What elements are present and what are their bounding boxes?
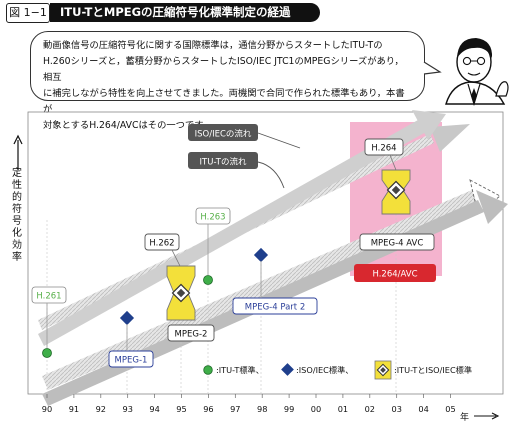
svg-text:H.264/AVC: H.264/AVC <box>372 270 417 280</box>
svg-text:H.261: H.261 <box>36 292 61 302</box>
h264-avc-label: H.264/AVC <box>354 264 436 282</box>
h261-label: H.261 <box>31 286 67 348</box>
intro-line-4: 対象とするH.264/AVCはその一つです。 <box>43 120 212 131</box>
intro-line-3: に補完しながら特性を向上させてきました。両機関で合同で作られた標準もあり，本書が <box>43 88 405 115</box>
y-axis-arrowhead-icon <box>13 134 23 145</box>
svg-text:MPEG-2: MPEG-2 <box>175 330 208 340</box>
x-tick-label: 95 <box>176 404 186 414</box>
iso-flow-band <box>38 110 446 346</box>
svg-text:ITU-Tの流れ: ITU-Tの流れ <box>200 157 247 168</box>
x-tick-label: 92 <box>96 404 106 414</box>
mpeg4-part2-label: MPEG-4 Part 2 <box>232 261 318 315</box>
h261-marker <box>42 348 52 358</box>
x-tick-label: 96 <box>203 404 213 414</box>
x-axis-arrowhead-icon <box>491 412 500 420</box>
x-axis-label: 年 <box>460 411 469 423</box>
itu-stream-label: ITU-Tの流れ <box>188 152 285 189</box>
x-tick-label: 00 <box>311 404 321 414</box>
y-axis-label: 定性的符号化効率 <box>12 168 22 263</box>
legend-itu-marker <box>203 365 213 375</box>
legend-itu-text: :ITU-T標準、 <box>216 365 264 375</box>
chart-frame <box>27 111 504 395</box>
mpeg1-marker <box>119 310 135 326</box>
x-tick-label: 03 <box>391 404 401 414</box>
h263-label: H.263 <box>195 207 231 275</box>
legend-iso-marker <box>281 363 294 376</box>
figure-title: ITU-TとMPEGの圧縮符号化標準制定の経過 <box>50 3 320 22</box>
x-tick-label: 01 <box>338 404 348 414</box>
mpeg4-part2-marker <box>253 247 269 263</box>
joint-standard-h262-mpeg2 <box>166 265 196 321</box>
svg-text:H.263: H.263 <box>200 213 225 223</box>
mpeg1-label: MPEG-1 <box>108 324 154 368</box>
svg-text:ISO/IECの流れ: ISO/IECの流れ <box>195 129 252 140</box>
svg-text:MPEG-4 AVC: MPEG-4 AVC <box>371 239 424 249</box>
svg-text:H.264: H.264 <box>371 144 396 154</box>
intro-speech-bubble: 動画像信号の圧縮符号化に関する国際標準は，通信分野からスタートしたITU-Tの … <box>30 31 425 131</box>
x-tick-label: 99 <box>284 404 294 414</box>
x-tick-label: 05 <box>445 404 455 414</box>
iso-stream-label: ISO/IECの流れ <box>188 124 301 149</box>
svg-text:MPEG-1: MPEG-1 <box>115 356 148 366</box>
legend-joint-text: :ITU-TとISO/IEC標準 <box>394 365 472 375</box>
x-tick-label: 98 <box>257 404 267 414</box>
x-tick-label: 97 <box>230 404 240 414</box>
x-tick-label: 02 <box>365 404 375 414</box>
x-tick-label: 93 <box>122 404 132 414</box>
h262-label: H.262 <box>144 233 181 267</box>
presenter-illustration <box>445 38 509 107</box>
x-tick-label: 04 <box>418 404 428 414</box>
h264-label: H.264 <box>364 138 404 171</box>
svg-text:MPEG-4 Part 2: MPEG-4 Part 2 <box>245 303 305 313</box>
legend: :ITU-T標準、 :ISO/IEC標準、 :ITU-TとISO/IEC標準 <box>203 360 472 380</box>
mpeg2-label: MPEG-2 <box>167 324 215 342</box>
x-axis-ticks: 90 91 92 93 94 95 96 97 98 99 00 01 02 03 04 05 <box>42 394 456 414</box>
legend-joint-marker <box>374 360 392 380</box>
figure-tag: 図 1−1 <box>6 3 50 23</box>
x-tick-label: 94 <box>149 404 159 414</box>
joint-standard-h264-mpeg4avc <box>381 169 411 215</box>
legend-iso-text: :ISO/IEC標準、 <box>296 365 353 375</box>
mpeg4-avc-label: MPEG-4 AVC <box>359 233 435 251</box>
h263-marker <box>203 275 213 285</box>
x-tick-label: 91 <box>69 404 79 414</box>
x-tick-label: 90 <box>42 404 52 414</box>
svg-text:H.262: H.262 <box>149 239 174 249</box>
intro-line-1: 動画像信号の圧縮符号化に関する国際標準は，通信分野からスタートしたITU-Tの <box>43 40 383 51</box>
bubble-tail <box>423 61 442 75</box>
intro-line-2: H.260シリーズと，蓄積分野からスタートしたISO/IEC JTC1のMPEG… <box>43 56 404 83</box>
